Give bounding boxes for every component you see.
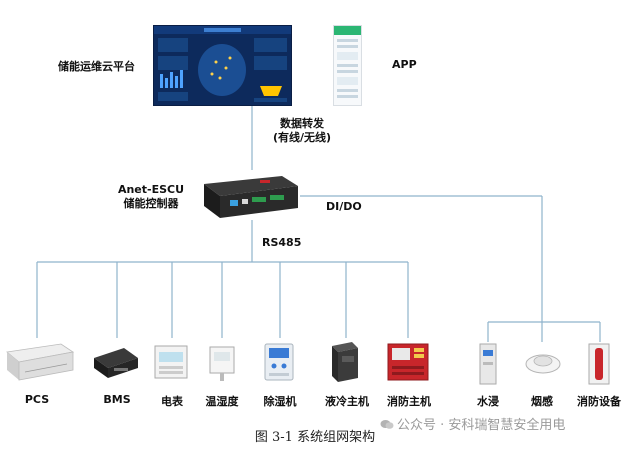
wechat-icon [380,419,394,430]
meter-device-image [153,344,189,380]
watermark: 公众号 · 安科瑞智慧安全用电 [380,414,565,433]
device-label-th: 温湿度 [205,395,239,408]
device-label-water: 水浸 [477,395,499,408]
transfer-line1: 数据转发 [280,117,324,130]
watermark-text: 公众号 · 安科瑞智慧安全用电 [397,418,566,433]
controller-label: Anet-ESCU 储能控制器 [105,183,197,211]
app-screenshot-image [333,25,362,106]
dehumidifier-image [263,342,295,382]
device-label-meter: 电表 [161,395,183,408]
fire-host-image [386,342,430,382]
app-graphic [334,26,361,98]
controller-device-image [200,170,300,220]
liquid-cooling-image [328,340,362,384]
rs485-label: RS485 [262,236,302,249]
water-sensor-image [477,342,499,386]
device-label-cool: 液冷主机 [325,395,369,408]
device-label-pcs: PCS [24,393,50,406]
device-label-firehost: 消防主机 [387,395,431,408]
figure-caption: 图 3-1 系统组网架构 [254,430,376,445]
platform-dashboard-image [153,25,292,106]
device-label-bms: BMS [103,393,131,406]
dashboard-graphic [154,26,291,102]
app-label: APP [392,58,417,71]
controller-name: 储能控制器 [123,197,179,210]
device-label-fireequip: 消防设备 [577,395,621,408]
bms-device-image [90,344,140,382]
device-label-smoke: 烟感 [531,395,553,408]
pcs-device-image [5,342,75,384]
th-sensor-image [207,344,237,382]
controller-graphic [204,176,298,218]
transfer-label: 数据转发 (有线/无线) [262,117,342,145]
device-label-dehum: 除湿机 [263,395,297,408]
smoke-detector-image [524,350,562,376]
dido-label: DI/DO [326,200,362,213]
controller-model: Anet-ESCU [117,183,185,196]
fire-equipment-image [587,342,611,386]
platform-label: 储能运维云平台 [58,60,135,73]
transfer-line2: (有线/无线) [272,131,332,144]
